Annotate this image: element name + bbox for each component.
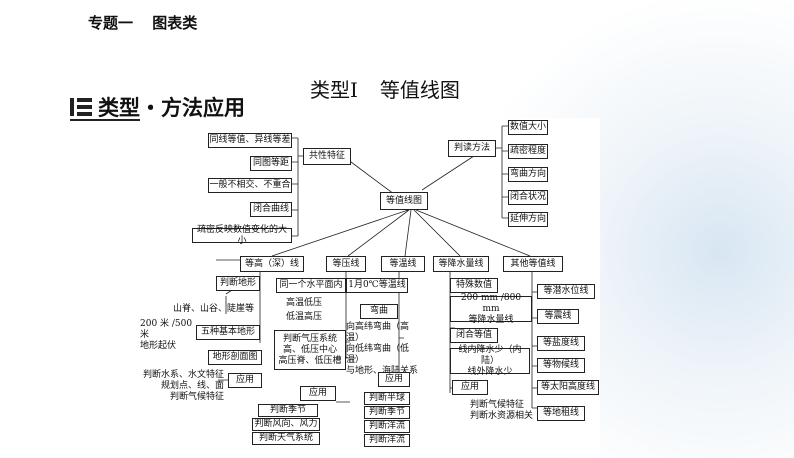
common-features-node: 共性特征 <box>303 148 351 165</box>
contour-basic: 五种基本地形 <box>196 325 260 340</box>
precip-apply-items: 判断气候特征 判断水资源相关 <box>470 400 534 421</box>
contour-apply-items: 判断水系、水文特征 规划点、线、面 判断气候特征 <box>142 370 224 402</box>
isobar-apply: 应用 <box>300 386 336 401</box>
page-title: 类型Ⅰ 等值线图 <box>310 74 482 103</box>
contour-landform: 判断地形 <box>216 276 260 291</box>
other-item: 等震线 <box>537 309 579 324</box>
common-item: 同图等距 <box>250 156 292 171</box>
header-name: 图表类 <box>152 14 198 32</box>
title-name: 等值线图 <box>379 78 460 102</box>
contour-node: 等高（深）线 <box>240 256 304 272</box>
isotherm-bend: 弯曲 <box>360 304 398 319</box>
common-item: 闭合曲线 <box>250 202 292 217</box>
common-item: 疏密反映数值变化的大小 <box>192 225 292 246</box>
isotherm-bend-items: 向高纬弯曲（高温） 向低纬弯曲（低温） 与地形、海陆关系 <box>346 322 419 376</box>
other-item: 等盐度线 <box>537 336 585 351</box>
reading-item: 延伸方向 <box>508 212 548 227</box>
isobar-high: 高温低压 <box>286 298 323 308</box>
isotherm-node: 等温线 <box>381 256 425 272</box>
reading-method-node: 判读方法 <box>448 140 496 157</box>
isobar-apply-item: 判断季节 <box>258 404 318 417</box>
contour-profile: 地形剖面图 <box>208 350 262 365</box>
isotherm-apply: 应用 <box>378 372 410 387</box>
isobar-apply-item: 判断天气系统 <box>252 432 320 445</box>
isobar-node: 等压线 <box>326 256 366 272</box>
page-header: 专题一 图表类 <box>88 12 211 33</box>
isobar-low: 低温高压 <box>286 312 323 322</box>
center-node: 等值线图 <box>380 192 428 210</box>
header-topic: 专题一 <box>88 14 134 32</box>
concept-map: 等值线图 共性特征 同线等值、异线等差 同图等距 一般不相交、不重合 闭合曲线 … <box>140 118 600 456</box>
contour-apply: 应用 <box>228 373 262 388</box>
other-node: 其他等值线 <box>503 256 563 272</box>
isotherm-apply-item: 判断洋流 <box>364 434 410 447</box>
isotherm-apply-item: 判断洋流 <box>364 420 410 433</box>
contour-basic-note: 200 米 /500 米 地形起伏 <box>140 319 193 351</box>
precip-feature: 特殊数值 <box>450 278 498 293</box>
precip-closed-items: 线内降水少（内陆） 线外降水少 <box>450 345 530 377</box>
isotherm-jan: 1月0℃等温线 <box>346 278 408 293</box>
precip-node: 等降水量线 <box>433 256 489 272</box>
precip-apply: 应用 <box>452 380 488 395</box>
isotherm-apply-item: 判断季节 <box>364 406 410 419</box>
precip-closed: 闭合等值 <box>450 328 498 343</box>
other-item: 等太阳高度线 <box>537 380 599 395</box>
reading-item: 弯曲方向 <box>508 167 548 182</box>
isobar-system: 判断气压系统 高、低压中心 高压脊、低压槽 <box>274 330 346 370</box>
reading-item: 闭合状况 <box>508 190 548 205</box>
section-heading: 类型・方法应用 <box>70 92 245 122</box>
isobar-same-plane: 同一个水平面内 <box>276 278 346 293</box>
section-list-icon <box>70 97 92 117</box>
precip-feature-items: 200 mm /800 mm 等降水量线 <box>450 293 532 325</box>
contour-landform-types: 山脊、山谷、陡崖等 <box>172 304 254 314</box>
other-item: 等地租线 <box>537 406 585 421</box>
reading-item: 数值大小 <box>508 120 548 135</box>
other-item: 等潜水位线 <box>537 284 595 299</box>
isotherm-apply-item: 判断半球 <box>364 392 410 405</box>
common-item: 一般不相交、不重合 <box>208 178 292 193</box>
common-item: 同线等值、异线等差 <box>208 133 292 148</box>
other-item: 等物候线 <box>537 358 585 373</box>
reading-item: 疏密程度 <box>508 144 548 159</box>
isobar-apply-item: 判断风向、风力 <box>252 418 320 431</box>
section-label: 类型・方法应用 <box>98 96 245 120</box>
title-type: 类型Ⅰ <box>310 78 358 102</box>
